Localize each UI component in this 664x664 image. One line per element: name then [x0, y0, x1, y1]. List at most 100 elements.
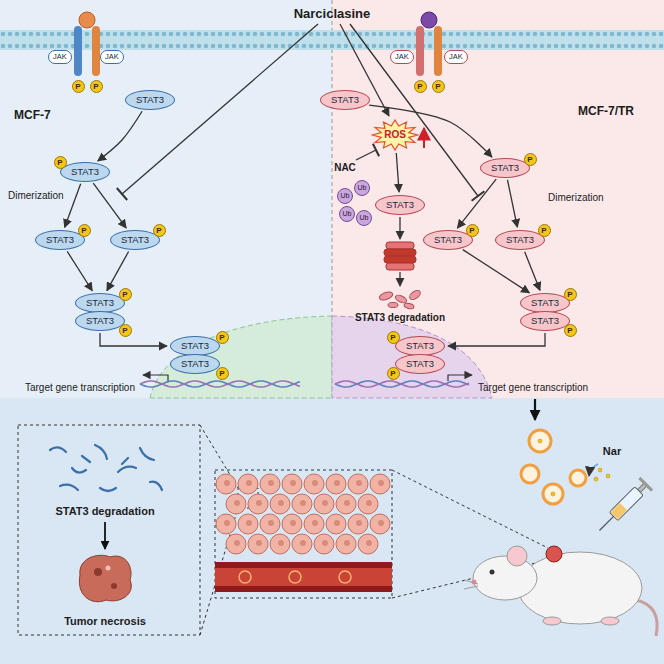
tumor-tissue	[314, 534, 334, 554]
mouse	[507, 546, 527, 566]
node-text: Ub	[358, 184, 367, 191]
cell-membrane	[260, 32, 265, 37]
cell-membrane	[596, 32, 601, 37]
tumor-tissue	[290, 520, 296, 526]
cell-membrane	[386, 32, 391, 37]
cell-membrane	[505, 32, 510, 37]
cell-membrane	[463, 32, 468, 37]
cell-membrane	[631, 44, 636, 49]
receptor	[79, 12, 95, 28]
cell-membrane	[36, 32, 41, 37]
cell-membrane	[127, 32, 132, 37]
tumor-tissue	[378, 480, 384, 486]
node-text: STAT3	[86, 315, 114, 326]
cell-membrane	[316, 44, 321, 49]
tumor-tissue	[292, 534, 312, 554]
mouse	[543, 617, 561, 625]
cell-membrane	[498, 44, 503, 49]
dna-helix	[140, 381, 469, 387]
cell-membrane	[659, 32, 664, 37]
stat3-protein: STAT3	[480, 158, 530, 178]
tumor-tissue	[248, 494, 268, 514]
node-text: JAK	[105, 52, 119, 61]
cell-membrane	[8, 32, 13, 37]
pathway-arrow	[463, 250, 530, 293]
cell-membrane	[232, 44, 237, 49]
degraded-stat3	[118, 467, 136, 472]
cell-membrane	[372, 44, 377, 49]
label: Dimerization	[8, 190, 64, 202]
cell-membrane	[183, 32, 188, 37]
transcription-arrow	[143, 375, 168, 381]
cell-membrane	[533, 44, 538, 49]
tumor-tissue	[248, 534, 268, 554]
cell-membrane	[344, 44, 349, 49]
label: Tumor necrosis	[64, 615, 146, 628]
tumor-tissue	[238, 514, 258, 534]
cell-membrane	[463, 44, 468, 49]
stat3-protein: STAT3	[170, 354, 220, 374]
blood-vessel	[289, 571, 301, 583]
node-text: P	[417, 82, 422, 91]
cell-membrane	[232, 32, 237, 37]
cell-membrane	[43, 44, 48, 49]
pathway-arrow	[448, 333, 545, 346]
node-text: STAT3	[121, 234, 149, 245]
cell-membrane	[155, 32, 160, 37]
node-text: P	[567, 326, 572, 335]
node-text: ROS	[384, 129, 406, 140]
phospho-site: P	[538, 224, 551, 237]
drug-action	[356, 150, 376, 160]
cell-membrane	[491, 32, 496, 37]
cell-membrane	[330, 44, 335, 49]
tumor-tissue	[326, 474, 346, 494]
jak-kinase: JAK	[390, 50, 414, 64]
stat3-protein: STAT3	[125, 90, 175, 110]
node-text: Ub	[343, 210, 352, 217]
label: Target gene transcription	[478, 382, 588, 394]
necrotic-tumor	[94, 568, 102, 576]
cell-membrane	[22, 44, 27, 49]
cell-membrane	[8, 44, 13, 49]
mouse	[464, 546, 657, 636]
cell-membrane	[323, 44, 328, 49]
mouse	[473, 556, 537, 600]
cell-membrane	[393, 44, 398, 49]
node-text: P	[122, 326, 127, 335]
proteasome	[386, 242, 414, 249]
zoom-box	[18, 425, 200, 635]
nanoparticle	[529, 430, 551, 452]
tumor-tissue	[224, 520, 230, 526]
cell-membrane	[652, 32, 657, 37]
blood-vessel	[215, 562, 392, 592]
flow-arrow	[535, 399, 536, 420]
cell-membrane	[29, 44, 34, 49]
cell-membrane	[141, 32, 146, 37]
drug-action	[122, 24, 318, 194]
cell-membrane	[645, 32, 650, 37]
nanoparticle	[543, 484, 563, 504]
cell-membrane	[568, 32, 573, 37]
tumor-tissue	[370, 514, 390, 534]
receptor	[416, 26, 424, 76]
drug-dots	[594, 477, 598, 481]
cell-membrane	[428, 32, 433, 37]
dna-helix	[335, 381, 469, 387]
cell-membrane	[134, 44, 139, 49]
tumor-tissue	[348, 474, 368, 494]
tumor-tissue	[300, 540, 306, 546]
flow-arrow	[534, 399, 536, 420]
cell-membrane	[540, 44, 545, 49]
cell-membrane	[554, 32, 559, 37]
node-text: P	[219, 369, 224, 378]
cell-membrane	[64, 32, 69, 37]
cell-membrane	[141, 44, 146, 49]
tumor-tissue	[216, 474, 236, 494]
cell-membrane	[204, 44, 209, 49]
nanoparticle	[570, 470, 586, 486]
receptor	[434, 26, 442, 76]
necrotic-tumor	[106, 566, 111, 571]
cell-membrane	[400, 44, 405, 49]
cell-membrane	[148, 44, 153, 49]
cell-membrane	[442, 32, 447, 37]
